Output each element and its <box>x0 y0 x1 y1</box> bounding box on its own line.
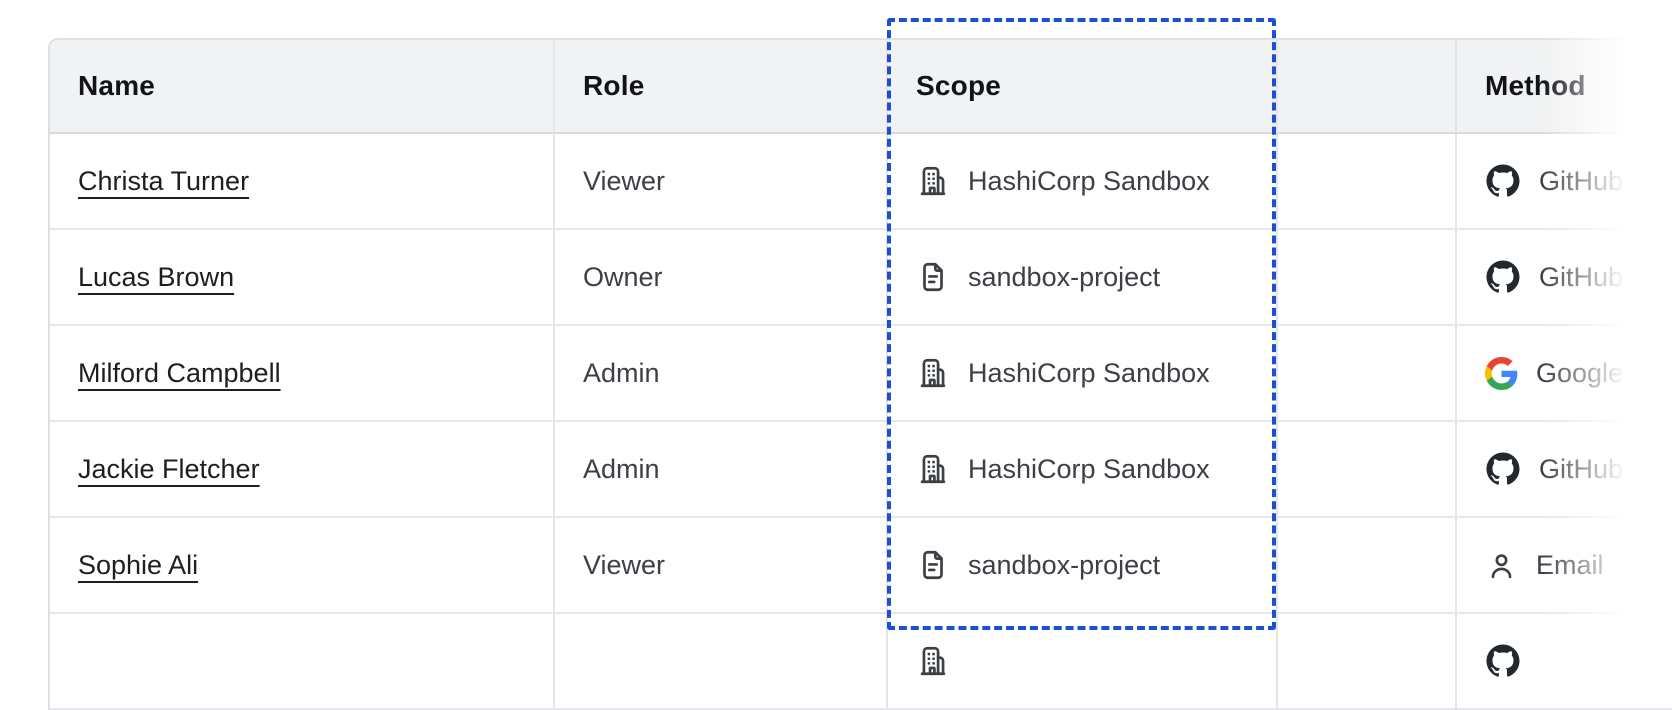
cell-name: Christa Turner <box>50 134 555 228</box>
scope-value: HashiCorp Sandbox <box>968 165 1210 196</box>
role-value: Viewer <box>583 165 666 196</box>
column-header-name: Name <box>50 40 555 132</box>
column-header-role-label: Role <box>583 70 645 101</box>
cell-role: Admin <box>555 326 888 420</box>
table-header-row: Name Role Scope Method <box>50 40 1672 134</box>
column-header-scope: Scope <box>888 40 1278 132</box>
table-row: Sophie Ali Viewer sandbox-project Email <box>50 518 1672 614</box>
role-value: Admin <box>583 357 660 388</box>
method-value: GitHub <box>1539 165 1624 196</box>
github-icon <box>1485 643 1521 679</box>
cell-role: Viewer <box>555 134 888 228</box>
table-row: Christa Turner Viewer HashiCorp Sandbox … <box>50 134 1672 230</box>
cell-method: GitHub <box>1457 422 1672 516</box>
org-icon <box>916 452 950 486</box>
member-name-link[interactable]: Sophie Ali <box>78 549 199 580</box>
cell-name: Lucas Brown <box>50 230 555 324</box>
org-icon <box>916 356 950 390</box>
column-header-method-label: Method <box>1485 70 1586 101</box>
page: { "table": { "columns": [ { "label": "Na… <box>48 0 1672 710</box>
file-text-icon <box>916 548 950 582</box>
file-text-icon <box>916 260 950 294</box>
cell-method: Google <box>1457 326 1672 420</box>
cell-method <box>1457 614 1672 708</box>
column-header-name-label: Name <box>78 70 156 101</box>
cell-name: Jackie Fletcher <box>50 422 555 516</box>
cell-method: GitHub <box>1457 230 1672 324</box>
column-header-method: Method <box>1457 40 1672 132</box>
role-value: Owner <box>583 261 663 292</box>
cell-scope: HashiCorp Sandbox <box>888 326 1278 420</box>
method-value: GitHub <box>1539 261 1624 292</box>
cell-role: Admin <box>555 422 888 516</box>
table-row-partial <box>50 614 1672 710</box>
cell-role: Viewer <box>555 518 888 612</box>
cell-scope: sandbox-project <box>888 230 1278 324</box>
cell-spacer <box>1278 230 1457 324</box>
member-name-link[interactable]: Lucas Brown <box>78 261 235 292</box>
table-row: Milford Campbell Admin HashiCorp Sandbox… <box>50 326 1672 422</box>
column-header-scope-label: Scope <box>916 70 1002 101</box>
cell-method: GitHub <box>1457 134 1672 228</box>
cell-role <box>555 614 888 708</box>
column-header-spacer <box>1278 40 1457 132</box>
method-value: GitHub <box>1539 453 1624 484</box>
scope-value: sandbox-project <box>968 261 1161 292</box>
cell-spacer <box>1278 614 1457 708</box>
google-icon <box>1485 356 1518 390</box>
method-value: Google <box>1536 357 1624 388</box>
table-row: Jackie Fletcher Admin HashiCorp Sandbox … <box>50 422 1672 518</box>
cell-name <box>50 614 555 708</box>
cell-name: Sophie Ali <box>50 518 555 612</box>
cell-role: Owner <box>555 230 888 324</box>
cell-spacer <box>1278 422 1457 516</box>
github-icon <box>1485 259 1521 295</box>
cell-spacer <box>1278 134 1457 228</box>
member-name-link[interactable]: Jackie Fletcher <box>78 453 260 484</box>
cell-spacer <box>1278 326 1457 420</box>
role-value: Admin <box>583 453 660 484</box>
cell-scope <box>888 614 1278 708</box>
github-icon <box>1485 451 1521 487</box>
cell-method: Email <box>1457 518 1672 612</box>
cell-scope: sandbox-project <box>888 518 1278 612</box>
user-icon <box>1485 549 1518 582</box>
members-table: Name Role Scope Method Christa Turner Vi… <box>48 38 1672 710</box>
github-icon <box>1485 163 1521 199</box>
column-header-role: Role <box>555 40 888 132</box>
org-icon <box>916 164 950 198</box>
cell-scope: HashiCorp Sandbox <box>888 134 1278 228</box>
role-value: Viewer <box>583 549 666 580</box>
member-name-link[interactable]: Milford Campbell <box>78 357 281 388</box>
cell-scope: HashiCorp Sandbox <box>888 422 1278 516</box>
scope-value: HashiCorp Sandbox <box>968 453 1210 484</box>
table-row: Lucas Brown Owner sandbox-project GitHub <box>50 230 1672 326</box>
scope-value: HashiCorp Sandbox <box>968 357 1210 388</box>
member-name-link[interactable]: Christa Turner <box>78 165 250 196</box>
cell-spacer <box>1278 518 1457 612</box>
org-icon <box>916 644 950 678</box>
scope-value: sandbox-project <box>968 549 1161 580</box>
method-value: Email <box>1536 549 1604 580</box>
cell-name: Milford Campbell <box>50 326 555 420</box>
